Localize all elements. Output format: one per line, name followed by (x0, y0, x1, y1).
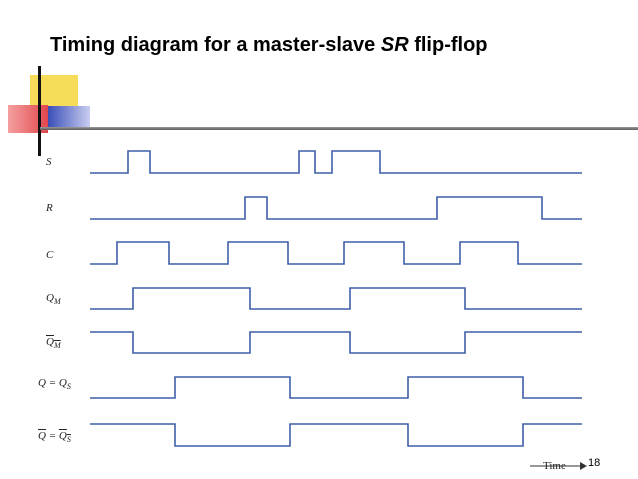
page-number: 18 (588, 457, 601, 469)
title-divider (40, 127, 638, 130)
wave-q-bar (90, 423, 582, 447)
label-q-equals-qs: Q = QS (38, 377, 71, 392)
logo-blue-square (48, 106, 90, 130)
label-r: R (46, 202, 53, 214)
label-s: S (46, 156, 52, 168)
slide-title: Timing diagram for a master-slave SR fli… (50, 34, 488, 56)
wave-c (90, 241, 582, 265)
wave-qm (90, 287, 582, 310)
label-qbar-equals-qsbar: Q = QS (38, 430, 71, 445)
time-arrow-head (580, 462, 587, 470)
label-c: C (46, 249, 54, 261)
logo-vertical-bar (38, 66, 41, 156)
label-qm-bar: QM (46, 336, 61, 351)
wave-qm-bar (90, 331, 582, 354)
wave-r (90, 196, 582, 220)
wave-s (90, 150, 582, 174)
time-label: Time (543, 460, 566, 472)
label-qm: QM (46, 292, 61, 307)
wave-q (90, 376, 582, 399)
